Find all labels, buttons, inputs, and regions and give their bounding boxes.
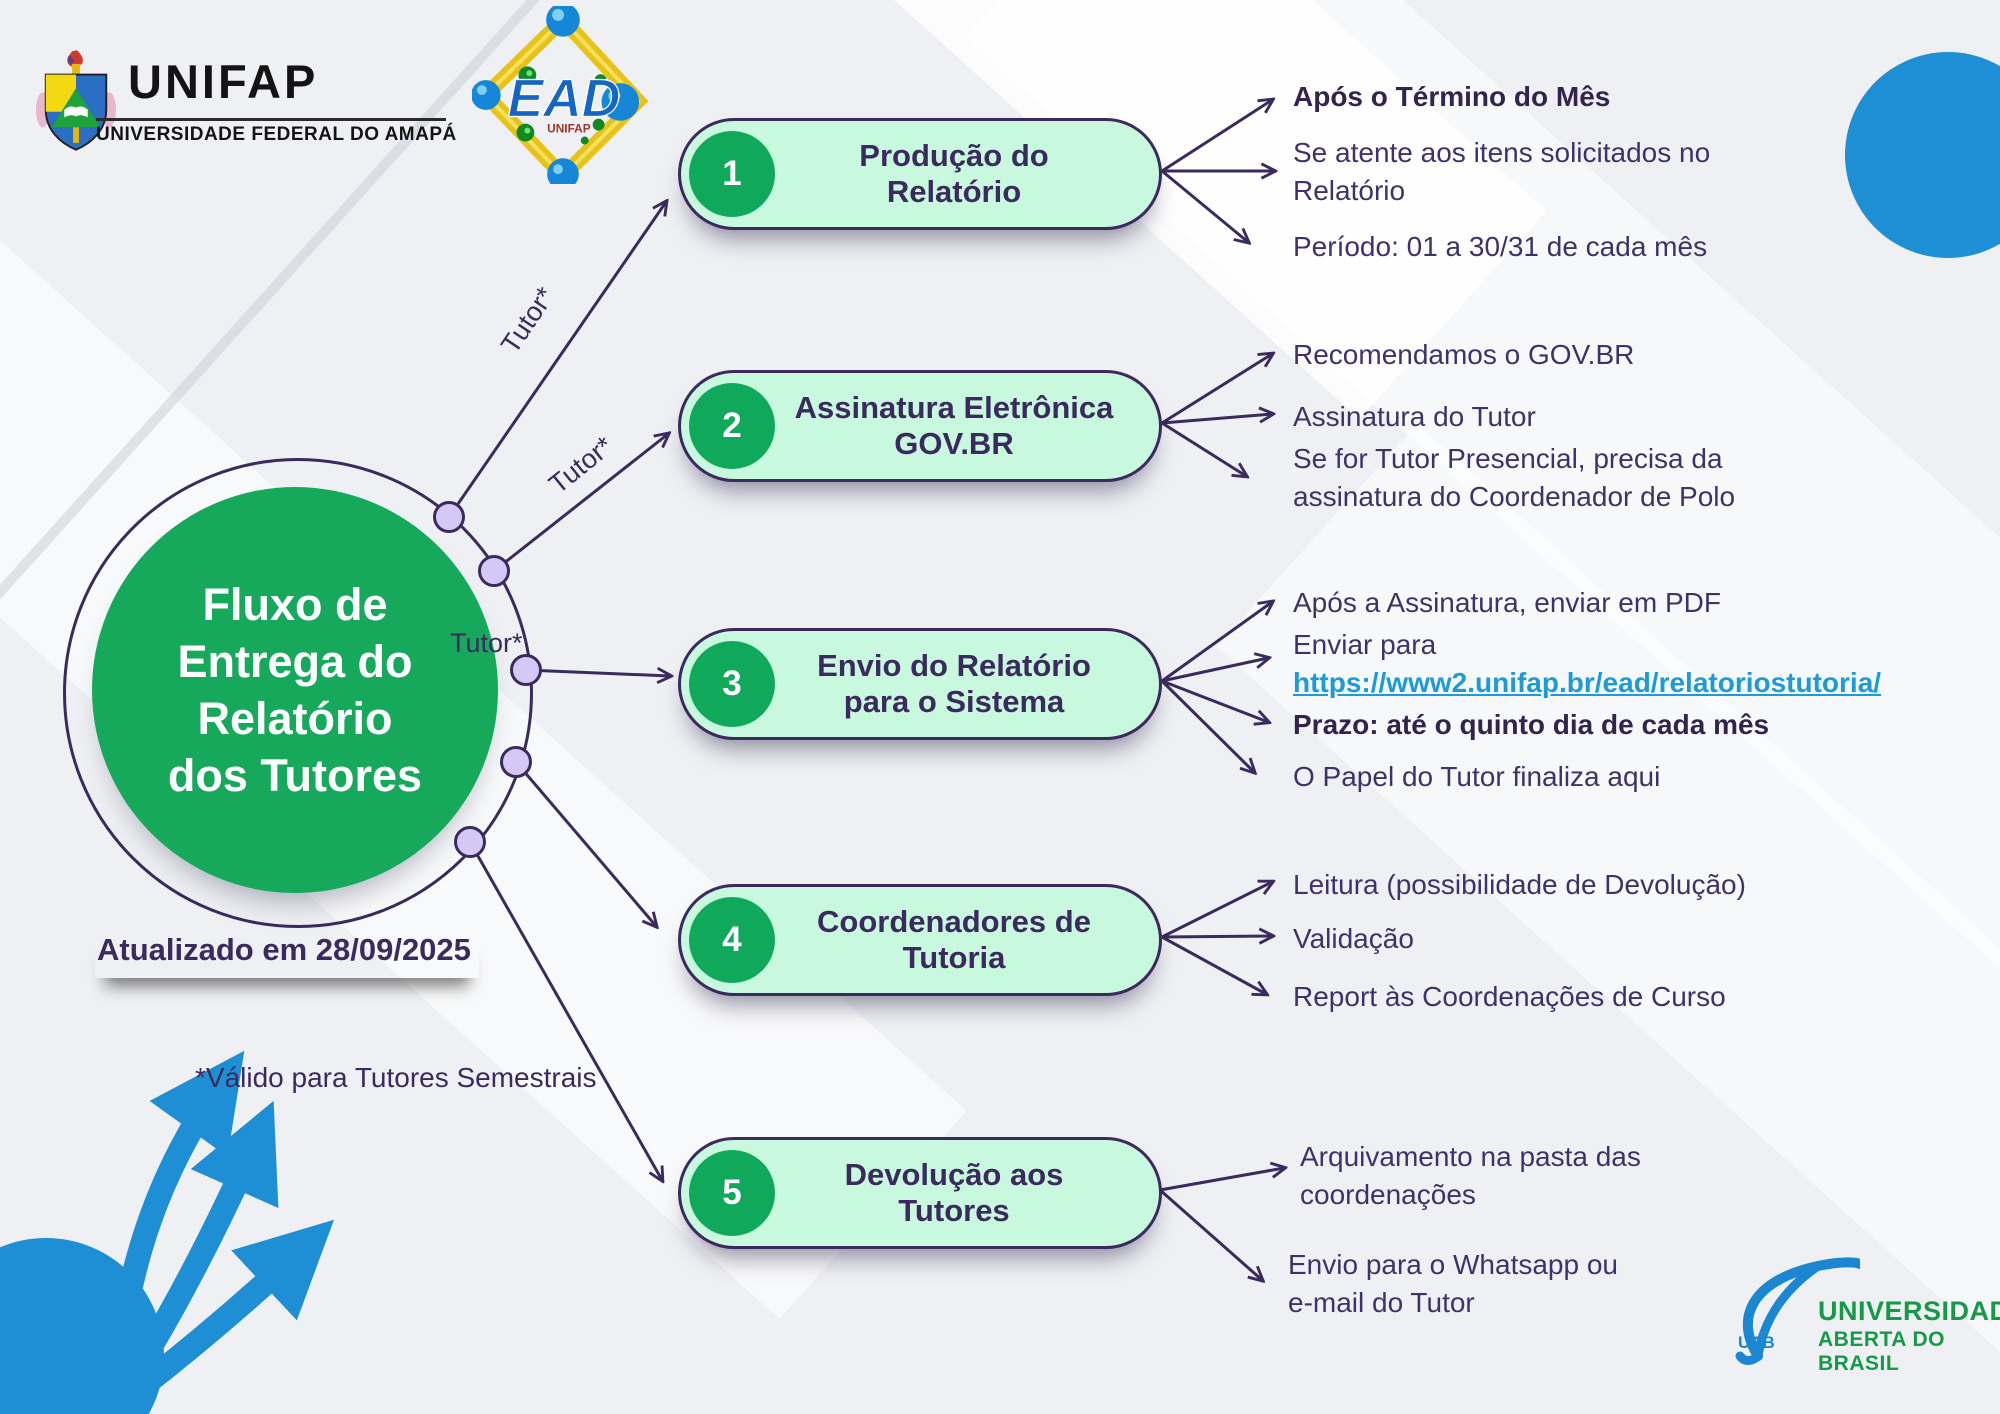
node-1-bullet-3: Período: 01 a 30/31 de cada mês [1293, 231, 1708, 262]
node-3-bullet-4: O Papel do Tutor finaliza aqui [1293, 761, 1661, 792]
edge-label-tutor-2: Tutor* [543, 430, 619, 500]
svg-text:UAB: UAB [1738, 1333, 1775, 1352]
node-2-bullet-2: Assinatura do Tutor [1293, 401, 1536, 432]
node-2-bullet-3: Se for Tutor Presencial, precisa da assi… [1293, 443, 1736, 512]
node-3-bullet-2-text: Enviar para [1293, 629, 1437, 660]
node-5-bullet-2: Envio para o Whatsapp ou e-mail do Tutor [1288, 1249, 1618, 1318]
node-1-pill: 1 Produção do Relatório [678, 118, 1162, 230]
node-1-number-badge: 1 [689, 131, 775, 217]
node-2-pill: 2 Assinatura Eletrônica GOV.BR [678, 370, 1162, 482]
node-3-pill: 3 Envio do Relatório para o Sistema [678, 628, 1162, 740]
svg-text:UNIFAP: UNIFAP [547, 122, 591, 136]
ead-logo-icon: EAD UNIFAP [471, 3, 649, 190]
hub-port-1 [433, 501, 465, 533]
decorative-blue-circle-top-right [1845, 52, 2000, 258]
relatorios-tutoria-link[interactable]: https://www2.unifap.br/ead/relatoriostut… [1293, 666, 1882, 698]
hub-port-2 [478, 555, 510, 587]
edge-hub-node3 [525, 670, 670, 676]
node-3-title: Envio do Relatório para o Sistema [817, 648, 1091, 719]
uab-text-line2: ABERTA DO BRASIL [1818, 1328, 1945, 1375]
unifap-crest-icon [36, 50, 116, 151]
unifap-subtitle: UNIVERSIDADE FEDERAL DO AMAPÁ [96, 124, 457, 145]
hub-port-4 [500, 746, 532, 778]
footnote-label: *Válido para Tutores Semestrais [195, 1062, 597, 1093]
node-5-number-badge: 5 [689, 1150, 775, 1236]
uab-swoosh-icon: UAB [1735, 1257, 1865, 1365]
node-1-bullet-1: Após o Término do Mês [1293, 81, 1611, 112]
decorative-blue-circle-bottom-left [0, 1238, 164, 1414]
hub-title-line: Fluxo de [202, 578, 388, 630]
updated-date-label: Atualizado em 28/09/2025 [95, 932, 479, 978]
node-2-bullet-1: Recomendamos o GOV.BR [1293, 339, 1635, 370]
node-4-title: Coordenadores de Tutoria [817, 904, 1091, 975]
node-4-bullet-1: Leitura (possibilidade de Devolução) [1293, 869, 1746, 900]
hub-title-line: Relatório [197, 693, 393, 744]
node-1-bullet-2: Se atente aos itens solicitados no Relat… [1293, 137, 1711, 206]
hub-title-line: Entrega do [177, 635, 413, 687]
node-4-number-badge: 4 [689, 897, 775, 983]
unifap-logo: UNIFAP UNIVERSIDADE FEDERAL DO AMAPÁ [36, 48, 486, 158]
edge-label-tutor-3: Tutor* [450, 628, 523, 658]
node-5-pill: 5 Devolução aos Tutores [678, 1137, 1162, 1249]
uab-text-line1: UNIVERSIDADE [1818, 1296, 2000, 1326]
node-1-title: Produção do Relatório [859, 138, 1049, 209]
node-3-number-badge: 3 [689, 641, 775, 727]
node-2-number-badge: 2 [689, 383, 775, 469]
node-4-bullet-3: Report às Coordenações de Curso [1293, 981, 1726, 1012]
node-3-bullet-3: Prazo: até o quinto dia de cada mês [1293, 709, 1770, 740]
ead-logo: EAD UNIFAP [471, 3, 650, 190]
hub-title-line: dos Tutores [167, 750, 423, 802]
node-2-title: Assinatura Eletrônica GOV.BR [794, 390, 1114, 461]
node-3-bullet-2: Enviar para https://www2.unifap.br/ead/r… [1293, 626, 1881, 701]
unifap-wordmark: UNIFAP [128, 55, 319, 108]
unifap-rule [96, 118, 446, 121]
hub-circle: Fluxo de Entrega do Relatório dos Tutore… [92, 487, 498, 893]
edge-label-tutor-1: Tutor* [495, 281, 561, 359]
node-5-bullet-1: Arquivamento na pasta das coordenações [1300, 1141, 1641, 1210]
node-4-pill: 4 Coordenadores de Tutoria [678, 884, 1162, 996]
uab-logo: UAB UNIVERSIDADE ABERTA DO BRASIL [1700, 1256, 2000, 1396]
hub-port-5 [454, 826, 486, 858]
node-3-bullet-1: Após a Assinatura, enviar em PDF [1293, 587, 1721, 618]
node-4-bullet-2: Validação [1293, 923, 1414, 954]
node-5-title: Devolução aos Tutores [844, 1157, 1064, 1228]
hub-ring [63, 458, 533, 928]
svg-text:EAD: EAD [508, 70, 621, 129]
